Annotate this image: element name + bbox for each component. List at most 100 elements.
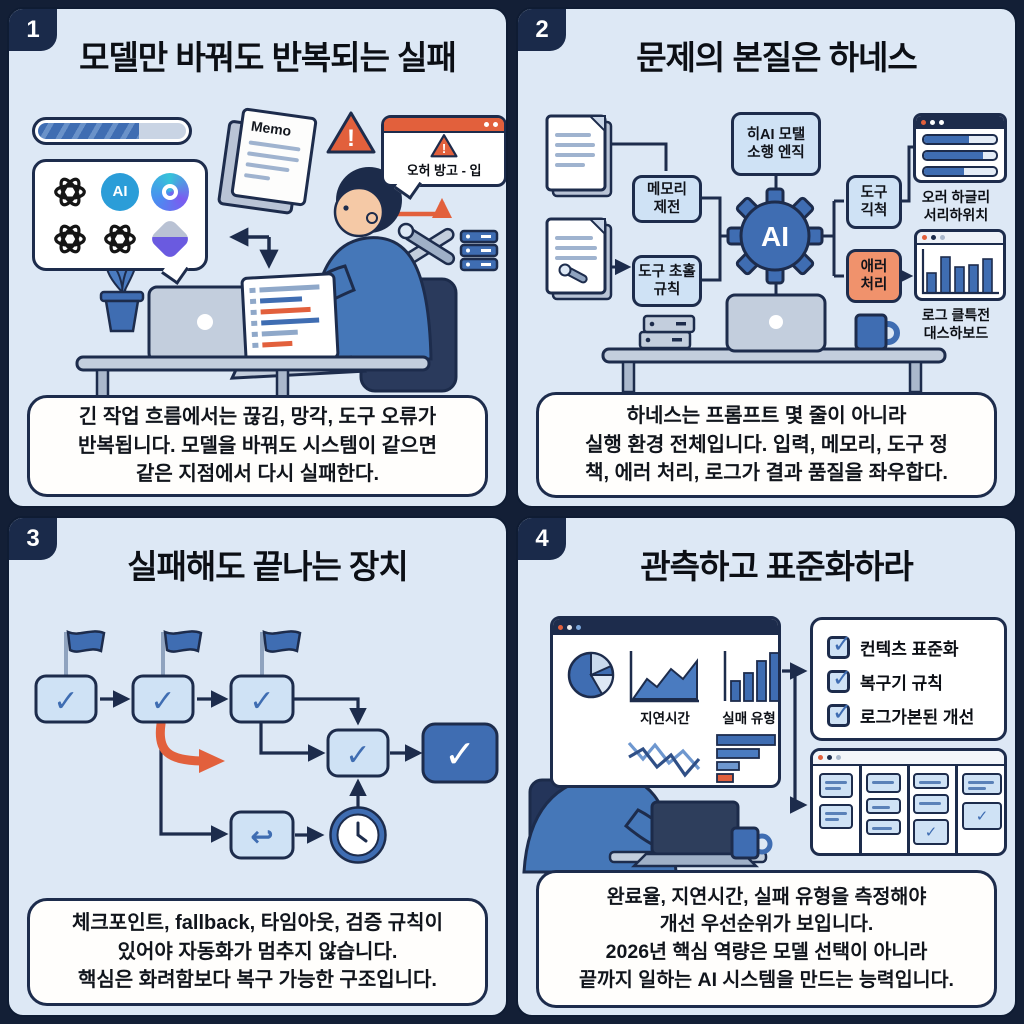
- elbow-arrow-icon: [229, 227, 279, 269]
- failure-chart-label: 실매 유형: [722, 711, 776, 726]
- kanban-card: [819, 773, 853, 798]
- kanban-card: [913, 773, 949, 789]
- alert-warning-icon: !: [430, 134, 458, 158]
- openai-logo-icon: [54, 177, 86, 206]
- panel-3-title: 실패해도 끝나는 장치: [127, 548, 409, 585]
- tool-policy-node: 도구 긱척: [846, 175, 902, 229]
- kanban-card: [866, 798, 901, 814]
- kanban-card: [866, 819, 901, 835]
- alert-text: 오허 방고 - 입: [406, 163, 482, 178]
- check-icon: ✓: [150, 684, 175, 719]
- kanban-card: [819, 804, 853, 829]
- openai-logo-icon: [104, 224, 136, 253]
- line-chart-icon: [627, 741, 701, 778]
- model-logos-bubble: AI: [32, 159, 208, 285]
- tool-call-node: 도구 초홀 규칙: [632, 255, 702, 307]
- desk: [601, 347, 947, 394]
- code-lines: [249, 284, 320, 349]
- laptop: [630, 800, 760, 868]
- kanban-card-checked: ✓: [913, 819, 949, 845]
- svg-text:!: !: [347, 125, 355, 152]
- panel-3: 3 실패해도 끝나는 장치: [7, 516, 508, 1017]
- engine-node: 히AI 모탤 소행 엔직: [731, 112, 821, 176]
- progress-fill: [38, 123, 139, 139]
- flow-connectors: [100, 690, 423, 844]
- memory-node: 메모리 제전: [632, 175, 702, 223]
- server-stack-icon: [638, 314, 696, 350]
- panel-1: 1 모델만 바꿔도 반복되는 실패: [7, 7, 508, 508]
- mug-icon: [730, 826, 773, 860]
- fallback-box: ↩: [229, 810, 295, 860]
- flag-icon: [161, 630, 203, 676]
- final-success-box: ✓: [421, 722, 499, 784]
- checkbox-icon: ✓: [827, 665, 852, 693]
- metrics-dashboard-window: 지연시간 실매 유형: [550, 616, 781, 788]
- checklist-item-label: 로그가본된 개선: [860, 708, 975, 727]
- kanban-columns: ✓ ✓: [813, 766, 1004, 853]
- panel-number-badge: 4: [518, 518, 566, 560]
- flag-icon: [260, 630, 302, 676]
- merge-box: ✓: [326, 728, 390, 778]
- flag-icon: [64, 630, 106, 676]
- panel-2-illustration: AI: [545, 114, 947, 394]
- document-icon: [545, 114, 613, 198]
- standards-checklist-card: ✓ 컨텍츠 표준화 ✓ 복구기 규칙 ✓ 로그가본된 개선: [810, 617, 1007, 741]
- kanban-card: [962, 773, 1002, 795]
- undo-arrow-icon: ↩: [250, 820, 273, 853]
- check-icon: ✓: [345, 738, 370, 773]
- mug-icon: [854, 313, 900, 351]
- check-icon: ✓: [444, 732, 476, 776]
- branch-arrow-icon: [155, 719, 225, 773]
- memo-note: Memo: [216, 107, 318, 216]
- area-chart-icon: [629, 651, 699, 703]
- checklist-item: ✓ 컨텍츠 표준화: [827, 631, 990, 660]
- kanban-board-window: ✓ ✓: [810, 748, 1007, 856]
- panel-2: 2 문제의 본질은 하네스: [516, 7, 1017, 508]
- tools-icon: [397, 222, 456, 266]
- panel-1-caption: 긴 작업 흐름에서는 끊김, 망각, 도구 오류가 반복됩니다. 모델을 바꿔도…: [27, 395, 488, 497]
- pie-chart-icon: [567, 651, 615, 699]
- desk: [75, 355, 431, 402]
- queue-window: [913, 113, 1007, 183]
- ai-badge-icon: AI: [101, 172, 139, 211]
- memo-title: Memo: [250, 117, 293, 140]
- log-bar-chart-icon: [921, 249, 999, 295]
- panel-number-badge: 2: [518, 9, 566, 51]
- server-stack-icon: [459, 229, 499, 272]
- dashboard-window-label: 로그 클특전 대스하보드: [921, 307, 991, 341]
- kanban-card: [913, 794, 949, 814]
- panel-1-title: 모델만 바꿔도 반복되는 실패: [79, 39, 457, 76]
- error-report-arrow-icon: [389, 197, 453, 219]
- queue-window-label: 오러 하글리 서리하위치: [921, 189, 991, 223]
- svg-text:!: !: [442, 141, 446, 156]
- flow-connectors: [782, 662, 808, 814]
- panel-1-illustration: [75, 167, 499, 402]
- panel-4-caption: 완료율, 지연시간, 실패 유형을 측정해야 개선 우선순위가 보입니다. 20…: [536, 870, 997, 1008]
- checklist-item: ✓ 로그가본된 개선: [827, 699, 990, 728]
- checkpoint-box: ✓: [131, 674, 195, 724]
- wrench-icon: [558, 263, 588, 284]
- alert-titlebar: [384, 118, 504, 133]
- tool-document-icon: [545, 217, 613, 301]
- checkbox-icon: ✓: [827, 699, 852, 727]
- checklist-item-label: 컨텍츠 표준화: [860, 640, 959, 659]
- error-alert-window: ! 오허 방고 - 입: [381, 115, 506, 200]
- eye: [343, 205, 349, 211]
- error-node: 애러 처리: [846, 249, 902, 303]
- checklist-item-label: 복구기 규칙: [860, 674, 943, 693]
- ear: [366, 212, 378, 224]
- check-icon: ✓: [924, 824, 938, 841]
- check-icon: ✓: [53, 684, 78, 719]
- assistant-logo-icon: [151, 172, 189, 211]
- check-icon: ✓: [249, 684, 274, 719]
- model-logo-icon: [148, 217, 192, 260]
- laptop-back: [725, 293, 827, 353]
- ai-gear-icon: AI: [726, 187, 824, 285]
- panel-number-badge: 1: [9, 9, 57, 51]
- gear-ai-label: AI: [761, 221, 789, 252]
- panel-3-flowchart: ✓ ✓ ✓ ↩ ✓ ✓: [34, 630, 499, 864]
- face: [333, 186, 385, 238]
- bar-chart-icon: [723, 651, 778, 702]
- panel-4-title: 관측하고 표준화하라: [640, 548, 913, 585]
